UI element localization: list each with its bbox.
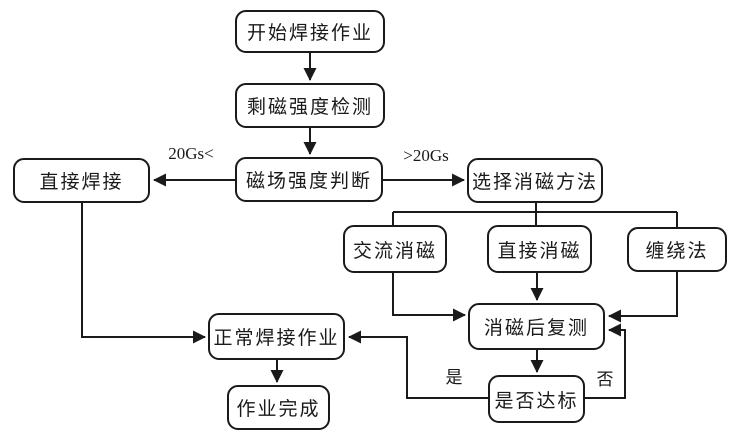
node-direct-demag: 直接消磁 (487, 225, 592, 273)
edge-label-yes: 是 (445, 368, 463, 387)
node-ac-demag: 交流消磁 (343, 225, 447, 273)
edge-label-above-threshold: >20Gs (403, 146, 449, 165)
edge-direct-weld-to-normal-weld (81, 203, 206, 344)
node-field-judge: 磁场强度判断 (235, 157, 383, 202)
node-normal-weld: 正常焊接作业 (208, 313, 345, 360)
edge-label-below-threshold: 20Gs< (168, 144, 214, 163)
edge-select-method-branches (392, 203, 678, 227)
node-start: 开始焊接作业 (235, 10, 385, 53)
node-residual-detect: 剩磁强度检测 (235, 83, 385, 128)
edge-winding-to-retest (608, 272, 678, 323)
node-winding: 缠绕法 (627, 227, 727, 272)
node-done: 作业完成 (227, 385, 330, 430)
node-select-method: 选择消磁方法 (467, 158, 603, 203)
edge-label-no: 否 (596, 370, 614, 389)
edge-check-standard-yes-to-normal-weld (348, 330, 488, 399)
node-check-standard: 是否达标 (488, 375, 585, 423)
edge-ac-demag-to-retest (392, 273, 466, 322)
node-retest: 消磁后复测 (468, 303, 605, 350)
edge-check-standard-no-to-retest (585, 323, 626, 399)
node-direct-weld: 直接焊接 (13, 158, 150, 203)
